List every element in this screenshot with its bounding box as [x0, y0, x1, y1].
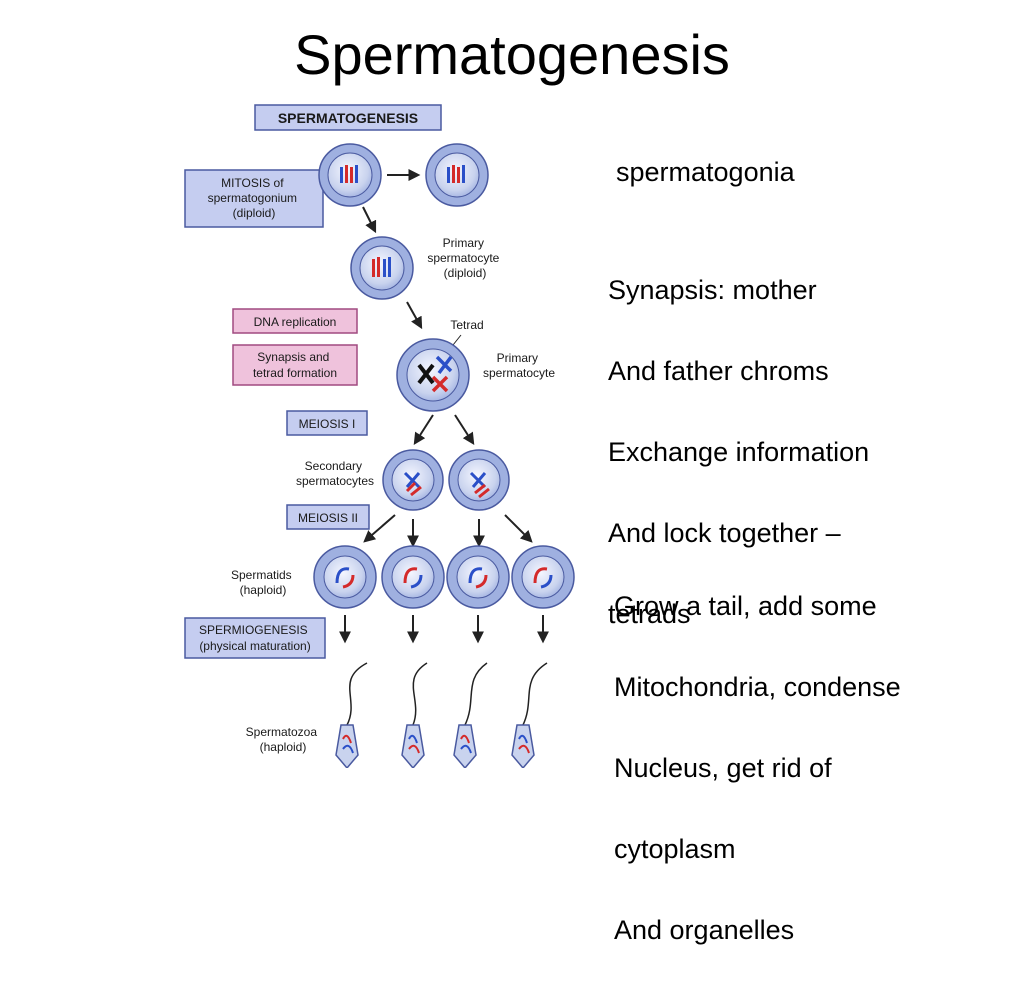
spermatid-cell-1 [313, 545, 377, 609]
spermatids-label: Spermatids (haploid) [231, 568, 295, 597]
primary-spermatocyte-diploid-label: Primary spermatocyte (diploid) [427, 236, 502, 280]
svg-text:SPERMIOGENESIS (physical: SPERMIOGENESIS (physical maturation) [199, 623, 311, 653]
note-spermiogenesis-line: Mitochondria, condense [614, 671, 901, 702]
spermatogonium-cell-1 [318, 143, 382, 207]
synapsis-label: Synapsis and tetrad formation [232, 344, 358, 386]
mitosis-line-2: spermatogonium [208, 191, 297, 205]
note-synapsis-line: Synapsis: mother [608, 274, 817, 305]
secondary-spermatocytes-label: Secondary spermatocytes [296, 459, 374, 488]
tetrad-label: Tetrad [450, 318, 483, 332]
secondary-spermatocyte-cell-1 [382, 449, 444, 511]
meiosis-2-text: MEIOSIS II [298, 511, 358, 525]
note-synapsis-line: Exchange information [608, 436, 870, 467]
meiosis-1-text: MEIOSIS I [299, 417, 356, 431]
spermatogonium-cell-2 [425, 143, 489, 207]
note-spermiogenesis-line: Grow a tail, add some [614, 590, 877, 621]
meiosis-1-label: MEIOSIS I [286, 410, 368, 436]
dna-replication-label: DNA replication [232, 308, 358, 334]
svg-text:Synapsis and tetrad form: Synapsis and tetrad formation [253, 350, 337, 380]
arrows [339, 169, 549, 644]
dna-replication-text: DNA replication [254, 315, 337, 329]
spermatozoon-2 [401, 662, 428, 768]
spermatozoon-1 [335, 662, 368, 768]
note-synapsis-line: And lock together – [608, 517, 841, 548]
note-spermiogenesis-line: cytoplasm [614, 833, 736, 864]
note-synapsis-line: tetrads [608, 598, 691, 629]
header-label: SPERMATOGENESIS [254, 104, 442, 131]
spermatogenesis-diagram: SPERMATOGENESIS MITOSIS of spermatogoniu… [184, 104, 575, 768]
note-spermatogonia: spermatogonia [616, 157, 795, 187]
spermatozoon-4 [511, 662, 548, 768]
header-text: SPERMATOGENESIS [278, 110, 418, 126]
page-title: Spermatogenesis [294, 23, 730, 86]
primary-spermatocyte-label: Primary spermatocyte [483, 351, 555, 380]
svg-text:MITOSIS of spermatogoniu: MITOSIS of spermatogonium (diploid) [208, 176, 301, 220]
spermatid-cell-3 [446, 545, 510, 609]
secondary-spermatocyte-cell-2 [448, 449, 510, 511]
spermatid-cell-4 [511, 545, 575, 609]
spermatozoa-label: Spermatozoa (haploid) [246, 725, 321, 754]
mitosis-line-3: (diploid) [233, 206, 276, 220]
spermatid-cell-2 [381, 545, 445, 609]
synapsis-line-2: tetrad formation [253, 366, 337, 380]
spermiogenesis-label: SPERMIOGENESIS (physical maturation) [184, 617, 326, 659]
note-synapsis: Synapsis: mother And father chroms Excha… [608, 229, 869, 675]
spermatozoon-3 [453, 662, 488, 768]
primary-spermatocyte-tetrad-cell [396, 338, 470, 412]
note-synapsis-line: And father chroms [608, 355, 829, 386]
primary-spermatocyte-diploid-cell [350, 236, 414, 300]
spermiogenesis-line-2: (physical maturation) [199, 639, 310, 653]
note-spermiogenesis-line: And organelles [614, 914, 795, 945]
mitosis-label: MITOSIS of spermatogonium (diploid) [184, 169, 324, 228]
meiosis-2-label: MEIOSIS II [286, 504, 370, 530]
spermiogenesis-line-1: SPERMIOGENESIS [199, 623, 308, 637]
synapsis-line-1: Synapsis and [257, 350, 329, 364]
mitosis-line-1: MITOSIS of [221, 176, 284, 190]
